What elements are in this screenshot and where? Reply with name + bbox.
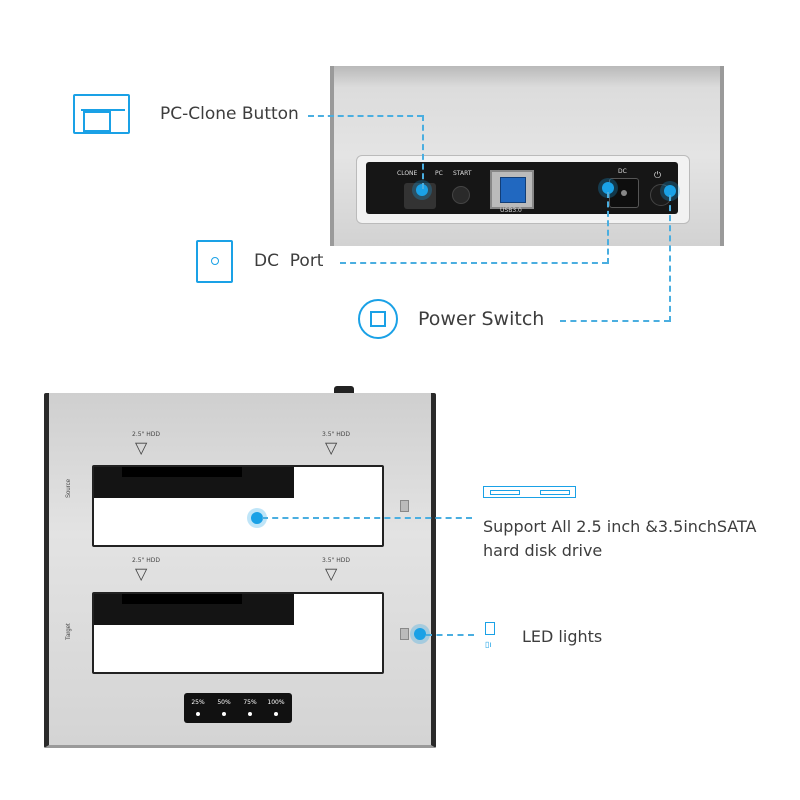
dock-front bbox=[44, 393, 436, 748]
dc-port-leader-v bbox=[607, 192, 609, 264]
front-lid-button bbox=[334, 386, 354, 396]
hard-drive-icon bbox=[483, 486, 576, 498]
source-slot[interactable] bbox=[92, 465, 384, 547]
power-switch-icon bbox=[358, 299, 398, 339]
bottom-slot-left-arrow-icon: ▽ bbox=[135, 566, 148, 583]
power-switch-dot bbox=[664, 185, 676, 197]
progress-25: 25% bbox=[191, 699, 205, 706]
dc-jack-pin bbox=[621, 190, 627, 196]
dc-jack[interactable] bbox=[609, 178, 639, 208]
progress-dot-75 bbox=[248, 712, 252, 716]
target-slot[interactable] bbox=[92, 592, 384, 674]
bottom-slot-right-arrow-icon: ▽ bbox=[325, 566, 338, 583]
power-leader-h bbox=[560, 320, 670, 322]
target-led bbox=[400, 628, 409, 640]
progress-100: 100% bbox=[267, 699, 285, 706]
top-slot-right-arrow-icon: ▽ bbox=[325, 440, 338, 457]
top-slot-side-label: Source bbox=[66, 478, 72, 498]
progress-75: 75% bbox=[243, 699, 257, 706]
pc-clone-leader-h bbox=[308, 115, 423, 117]
sata-leader bbox=[262, 517, 472, 519]
top-slot-left-label: 2.5" HDD bbox=[132, 431, 160, 438]
power-icon: ⏻ bbox=[654, 171, 662, 181]
progress-panel bbox=[184, 693, 292, 723]
led-icon bbox=[485, 622, 495, 635]
dc-port-icon bbox=[196, 240, 233, 283]
power-switch-label: Power Switch bbox=[418, 308, 545, 330]
usb3-port[interactable] bbox=[490, 170, 534, 209]
progress-50: 50% bbox=[217, 699, 231, 706]
source-led bbox=[400, 500, 409, 512]
led-dot bbox=[414, 628, 426, 640]
bottom-slot-left-label: 2.5" HDD bbox=[132, 557, 160, 564]
clone-label: CLONE bbox=[397, 170, 418, 177]
start-label: START bbox=[453, 170, 472, 177]
target-slot-connector bbox=[122, 594, 242, 604]
usb3-port-blue bbox=[500, 177, 526, 203]
progress-dot-25 bbox=[196, 712, 200, 716]
pc-clone-leader-v bbox=[422, 115, 424, 189]
sata-support-line2: hard disk drive bbox=[483, 541, 603, 560]
sata-support-line1: Support All 2.5 inch &3.5inchSATA bbox=[483, 517, 757, 536]
pc-label: PC bbox=[435, 170, 443, 177]
source-slot-connector bbox=[122, 467, 242, 477]
pc-clone-dot bbox=[416, 184, 428, 196]
progress-dot-50 bbox=[222, 712, 226, 716]
sata-dot bbox=[251, 512, 263, 524]
dc-port-label: DC Port bbox=[254, 251, 324, 271]
dc-port-dot bbox=[602, 182, 614, 194]
progress-dot-100 bbox=[274, 712, 278, 716]
power-leader-v bbox=[669, 195, 671, 322]
pc-clone-label: PC-Clone Button bbox=[160, 104, 299, 124]
led-leader bbox=[426, 634, 474, 636]
led-lights-label: LED lights bbox=[522, 627, 603, 646]
bottom-slot-right-label: 3.5" HDD bbox=[322, 557, 350, 564]
dc-label: DC bbox=[618, 168, 627, 175]
bottom-slot-side-label: Target bbox=[66, 623, 72, 640]
led-small-icon: ▯ı bbox=[485, 640, 492, 649]
dc-port-leader-h bbox=[340, 262, 608, 264]
start-button[interactable] bbox=[452, 186, 470, 204]
top-slot-left-arrow-icon: ▽ bbox=[135, 440, 148, 457]
usb-label: USB3.0 bbox=[500, 207, 522, 214]
pc-clone-button-icon bbox=[73, 94, 130, 134]
top-slot-right-label: 3.5" HDD bbox=[322, 431, 350, 438]
